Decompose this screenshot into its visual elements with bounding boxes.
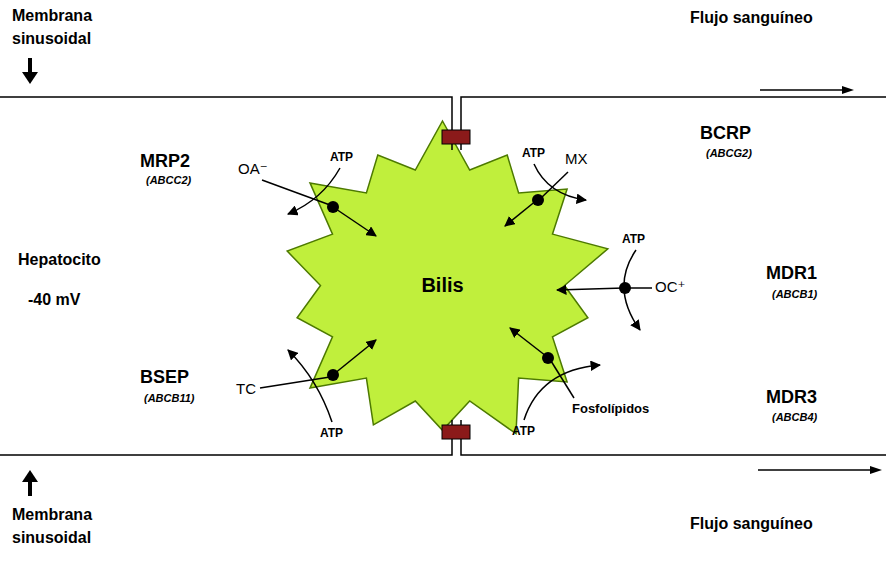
flow-label: Flujo sanguíneo [690,514,813,534]
membrane-label: Membrana sinusoidal [12,4,112,50]
substrate-label: TC [236,380,256,399]
bile-canaliculus: Bilis [270,118,615,453]
atp-label: ATP [512,424,535,439]
membrane-label: Membrana sinusoidal [12,503,112,549]
transporter-name: MRP2 [140,150,190,173]
atp-label: ATP [522,146,545,161]
atp-label: ATP [320,426,343,441]
membrane-lines [0,97,886,455]
flow-label: Flujo sanguíneo [690,8,813,28]
substrate-label: OC⁺ [655,278,685,297]
atp-label: ATP [330,150,353,165]
transporter-name: MDR1 [766,262,817,285]
transporter-name: BSEP [140,366,189,389]
gene-name: (ABCB11) [144,392,195,406]
direction-arrows [22,58,882,496]
substrate-label: MX [565,150,588,169]
gene-name: (ABCB4) [772,411,817,425]
substrate-label: Fosfolípidos [572,401,649,417]
atp-label: ATP [622,232,645,247]
cell-label: Hepatocito [18,250,101,270]
gene-name: (ABCC2) [146,174,191,188]
transporter-name: MDR3 [766,386,817,409]
gene-name: (ABCG2) [706,147,752,161]
node-label: Bilis [421,274,463,297]
transporter-name: BCRP [700,122,751,145]
substrate-label: OA⁻ [238,160,268,179]
gene-name: (ABCB1) [772,288,817,302]
potential-label: -40 mV [28,290,80,310]
